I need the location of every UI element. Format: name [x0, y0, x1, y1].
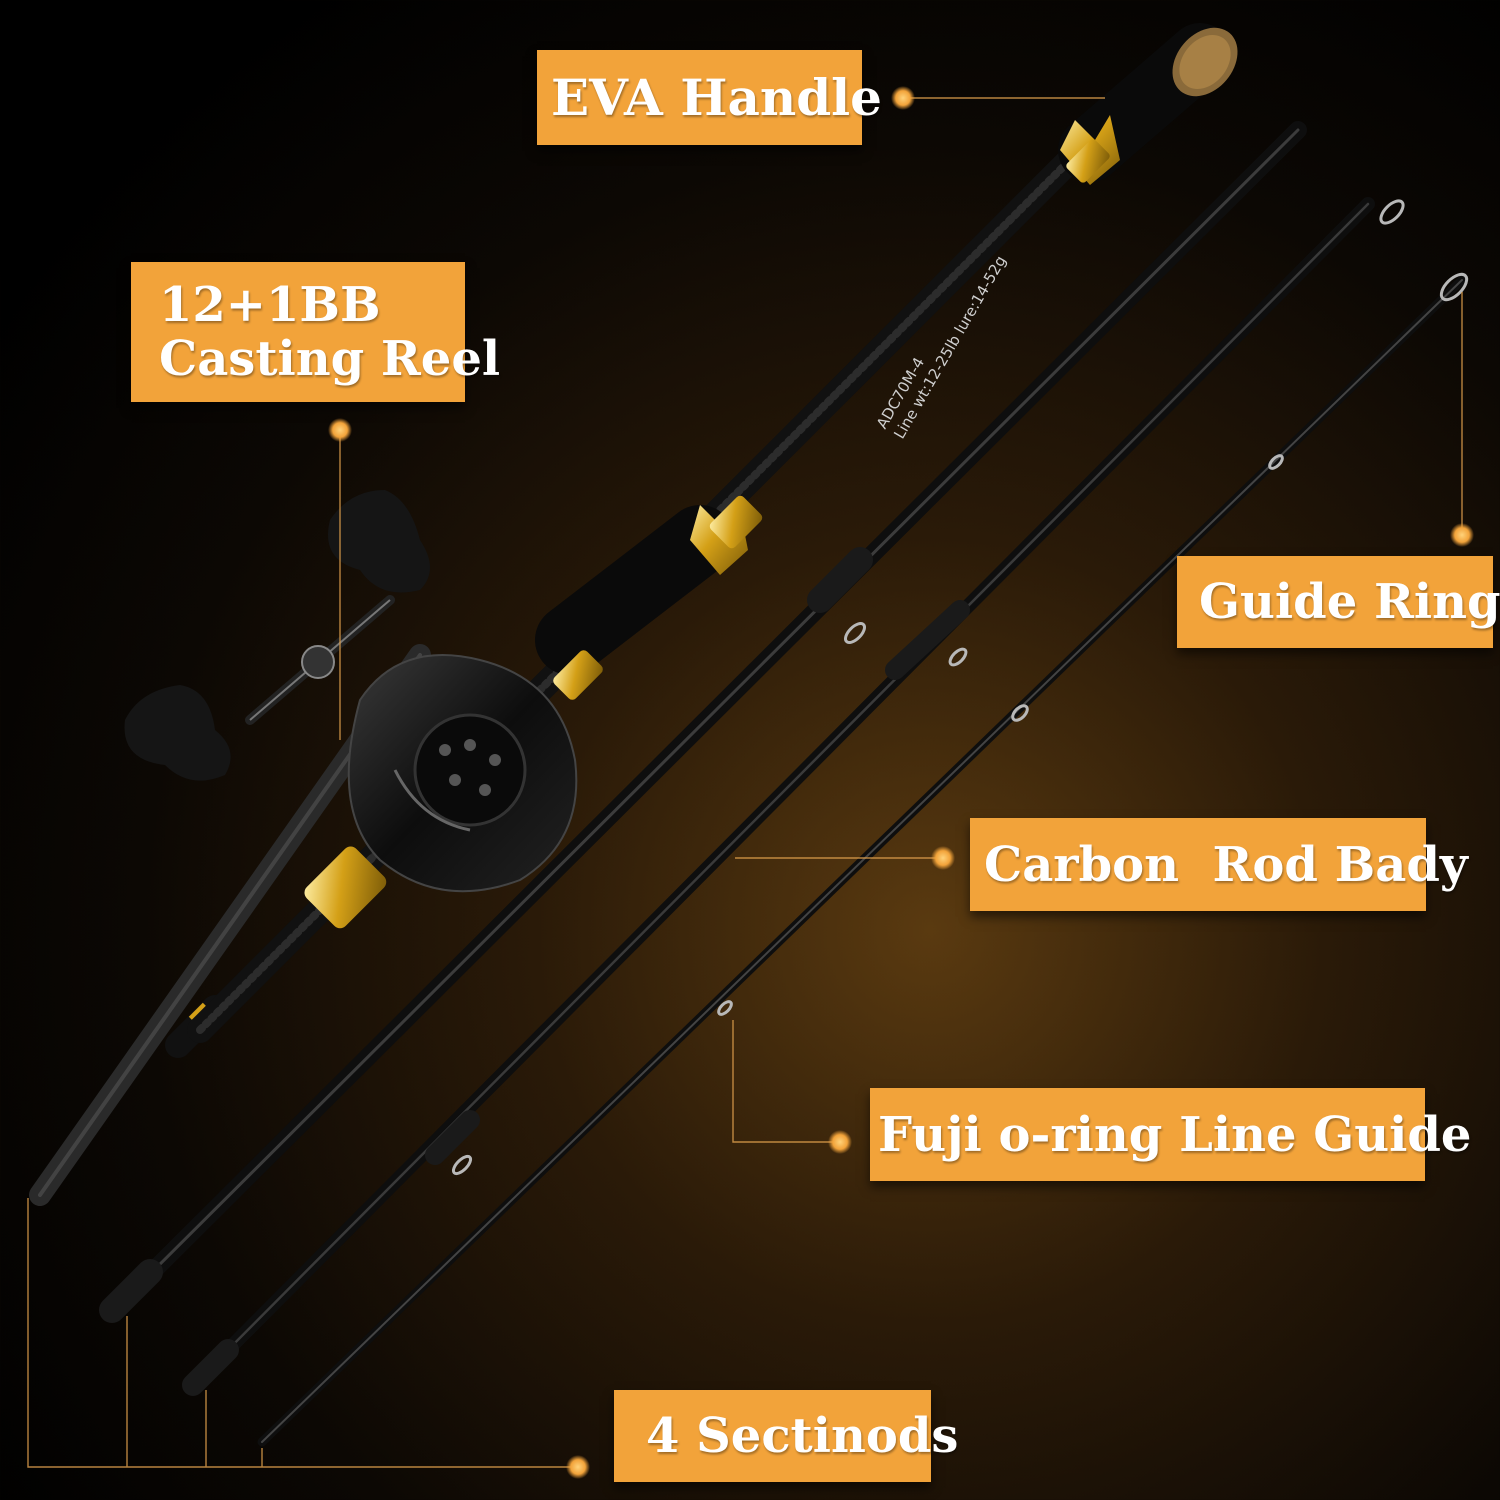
- guide-ring-label: Guide Ring: [1177, 556, 1500, 648]
- rear-grip: [1058, 23, 1238, 185]
- sections-text: 4 Sectinods: [646, 1408, 959, 1464]
- rod-section-2: [113, 121, 1307, 1311]
- reel-handle-knob-bottom: [124, 685, 231, 781]
- eva-handle-text: EVA Handle: [551, 68, 882, 127]
- rod-section-3: [193, 197, 1375, 1385]
- fore-grip: [535, 495, 763, 700]
- sections-label: 4 Sectinods: [614, 1390, 958, 1482]
- fuji-guide-text: Fuji o-ring Line Guide: [878, 1106, 1472, 1163]
- guide-ring-text: Guide Ring: [1199, 574, 1500, 630]
- callout-dots: [328, 86, 1474, 1479]
- casting-reel-text-line2: Casting Reel: [159, 331, 501, 387]
- carbon-body-label: Carbon Rod Bady: [970, 818, 1468, 911]
- carbon-body-text: Carbon Rod Bady: [984, 836, 1468, 893]
- fuji-guide-label: Fuji o-ring Line Guide: [870, 1088, 1471, 1181]
- leader-lines: [27, 97, 1463, 1468]
- rod-section-4: [257, 275, 1467, 1447]
- casting-reel-label: 12+1BB Casting Reel: [131, 262, 500, 402]
- reel-handle-knob-top: [328, 490, 430, 593]
- casting-reel-text-line1: 12+1BB: [159, 277, 381, 333]
- line-guides: [451, 199, 1469, 1176]
- casting-reel: [245, 595, 578, 929]
- eva-handle-label: EVA Handle: [537, 50, 882, 145]
